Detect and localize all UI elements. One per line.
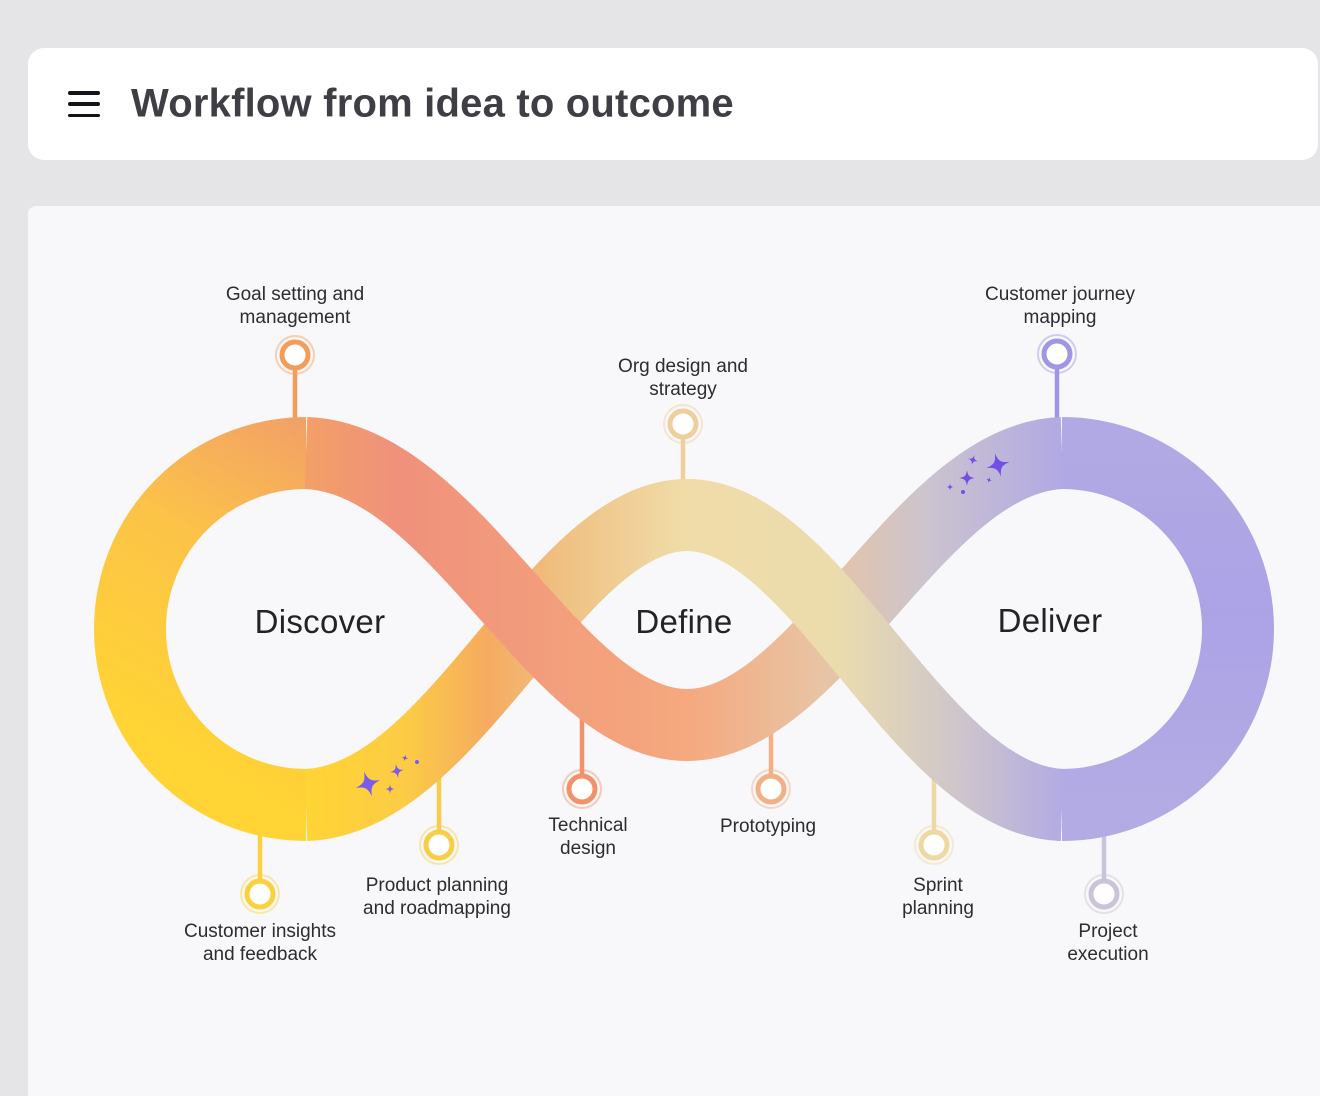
hamburger-icon [68, 102, 100, 106]
node-marker [279, 339, 311, 371]
sparkle-icon [415, 760, 419, 764]
node-label: Project execution [1067, 921, 1149, 965]
node-label: Org design and strategy [618, 356, 748, 400]
phase-label-define: Define [635, 603, 733, 640]
node-marker-halo [663, 404, 703, 444]
deliver-loop-arc [1061, 417, 1274, 841]
hamburger-menu-button[interactable] [68, 91, 100, 117]
node-marker-halo [562, 769, 602, 809]
phase-label-discover: Discover [254, 603, 386, 640]
sparkles-discover [351, 753, 419, 801]
node-marker [423, 829, 455, 861]
node-label: Technical design [548, 815, 628, 859]
node-marker-halo [419, 825, 459, 865]
node-marker [566, 773, 598, 805]
node-marker [1088, 878, 1120, 910]
node-markers [240, 334, 1124, 914]
node-label: Sprint planning [902, 875, 974, 919]
hamburger-icon [68, 113, 100, 117]
node-marker-halo [240, 874, 280, 914]
define-valley-strand [302, 417, 1066, 762]
node-label: Customer journey mapping [985, 284, 1135, 328]
diagram-card: Discover Define Deliver Goal setting and… [28, 206, 1320, 1096]
hamburger-icon [68, 91, 100, 95]
sparkle-icon [961, 490, 965, 494]
node-marker [1041, 338, 1073, 370]
node-marker-halo [751, 769, 791, 809]
node-marker-halo [914, 825, 954, 865]
sparkles-deliver [946, 450, 1013, 494]
page-title: Workflow from idea to outcome [131, 81, 734, 126]
define-peak-strand-overlay [684, 479, 1066, 841]
node-label: Prototyping [719, 816, 817, 837]
workflow-ribbon [94, 334, 1274, 914]
ribbon-paths [94, 417, 1274, 841]
node-label: Goal setting and management [225, 284, 365, 328]
node-marker [918, 829, 950, 861]
node-label: Customer insights and feedback [183, 921, 337, 965]
node-marker [667, 408, 699, 440]
node-label: Product planning and roadmapping [363, 875, 511, 919]
discover-loop-arc [94, 417, 307, 841]
node-marker-halo [275, 335, 315, 375]
node-marker-halo [1084, 874, 1124, 914]
node-marker-halo [1037, 334, 1077, 374]
header-card: Workflow from idea to outcome [28, 48, 1318, 160]
node-marker [755, 773, 787, 805]
node-marker [244, 878, 276, 910]
phase-label-deliver: Deliver [997, 602, 1103, 639]
